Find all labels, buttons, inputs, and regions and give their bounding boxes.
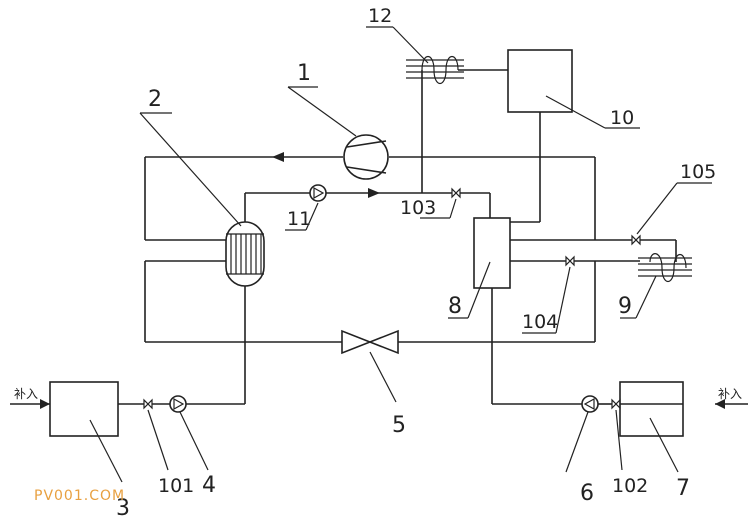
label-4: 4 (202, 473, 216, 498)
leader-4 (179, 411, 209, 471)
leader-5 (369, 351, 397, 403)
heat-exchanger-2 (225, 221, 265, 287)
label-7: 7 (676, 476, 690, 501)
leader-101 (147, 409, 169, 471)
label-3: 3 (116, 496, 130, 521)
leader-3 (89, 419, 123, 483)
label-103: 103 (400, 197, 436, 219)
tank-10-piping (510, 112, 541, 223)
right-supply-piping (598, 399, 748, 409)
label-10: 10 (610, 107, 634, 129)
tank-7 (619, 381, 684, 437)
label-2: 2 (148, 87, 162, 112)
label-9: 9 (618, 294, 632, 319)
leader-2 (139, 112, 242, 227)
coil-12 (406, 55, 464, 85)
valve-102 (611, 398, 621, 410)
pump-4 (169, 395, 187, 413)
watermark: PV001.COM (34, 488, 125, 504)
label-12: 12 (368, 5, 392, 27)
tank-3 (49, 381, 119, 437)
leader-6 (565, 411, 589, 473)
leader-10 (545, 95, 606, 129)
label-6: 6 (580, 481, 594, 506)
leader-1 (287, 86, 357, 137)
label-104: 104 (522, 311, 558, 333)
leader-7 (649, 417, 679, 473)
main-loop-piping (144, 152, 596, 343)
pump-11 (309, 184, 327, 202)
unit-8-piping (491, 239, 677, 405)
tank-10 (507, 49, 573, 113)
left-supply-piping (10, 286, 246, 409)
compressor-1 (343, 134, 389, 180)
coil-12-piping (421, 69, 508, 193)
label-8: 8 (448, 294, 462, 319)
label-1: 1 (297, 61, 311, 86)
inlet-left-label: 补入 (14, 387, 38, 401)
valve-104 (565, 255, 575, 267)
valve-101 (143, 398, 153, 410)
inlet-right-label: 补入 (718, 387, 742, 401)
leader-102 (615, 409, 623, 471)
valve-105 (631, 234, 641, 246)
unit-8 (473, 217, 511, 289)
label-11: 11 (287, 208, 311, 230)
coil-9 (638, 253, 692, 283)
label-102: 102 (612, 475, 648, 497)
pump-6 (581, 395, 599, 413)
expansion-valve-5 (341, 329, 399, 355)
label-5: 5 (392, 413, 406, 438)
label-105: 105 (680, 161, 716, 183)
valve-103 (451, 187, 461, 199)
pump-11-line (244, 188, 491, 222)
label-101: 101 (158, 475, 194, 497)
